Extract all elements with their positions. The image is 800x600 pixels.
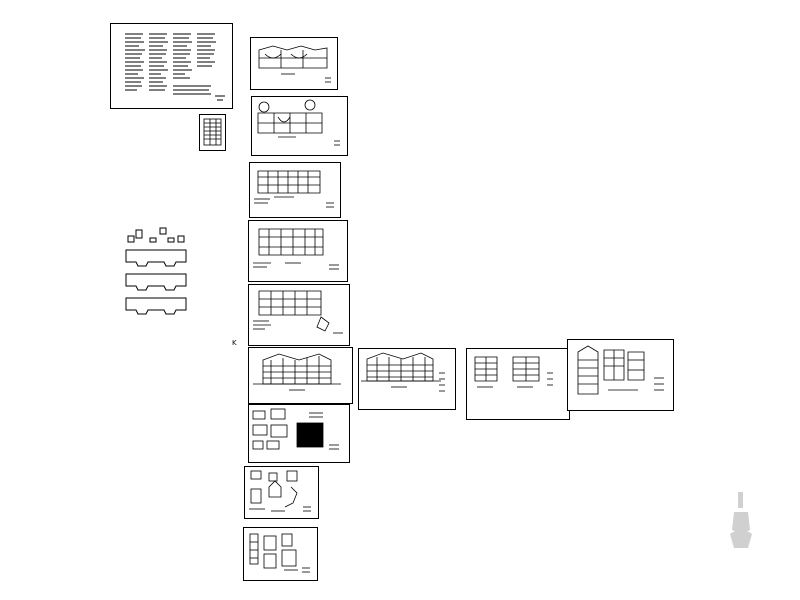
schedule-table-lines	[203, 118, 222, 146]
floor-plan-2-sheet[interactable]	[251, 96, 348, 156]
design-notes-sheet[interactable]	[110, 23, 233, 109]
leaf-logo-icon	[730, 492, 752, 548]
floor-plan-3-drawing	[254, 170, 334, 208]
elevation-2-sheet[interactable]	[358, 348, 456, 410]
floor-plan-4-sheet[interactable]	[248, 220, 348, 282]
details-1-drawing	[252, 408, 339, 450]
details-3-sheet[interactable]	[243, 527, 318, 581]
sections-sheet[interactable]	[567, 339, 674, 411]
details-2-sheet[interactable]	[244, 466, 319, 519]
details-2-drawing	[249, 470, 311, 512]
sections-drawing	[577, 345, 664, 395]
details-1-sheet[interactable]	[248, 404, 350, 463]
design-notes-text-lines	[125, 33, 225, 101]
floor-plan-5-drawing	[253, 290, 343, 334]
details-3-drawing	[249, 533, 310, 573]
elevation-2-drawing	[361, 352, 445, 392]
elevation-1-sheet[interactable]	[248, 347, 353, 404]
floor-plan-1-drawing	[258, 45, 331, 83]
stray-label: K	[232, 339, 237, 347]
building-footprint-outlines	[125, 227, 187, 315]
elevation-3-sheet[interactable]	[466, 348, 570, 420]
door-window-schedule-sheet[interactable]	[199, 114, 226, 151]
floor-plan-3-sheet[interactable]	[249, 162, 341, 218]
floor-plan-1-sheet[interactable]	[250, 37, 338, 90]
floor-plan-2-drawing	[257, 99, 340, 146]
elevation-3-drawing	[474, 356, 553, 388]
elevation-1-drawing	[253, 353, 341, 391]
floor-plan-5-sheet[interactable]	[248, 284, 350, 346]
floor-plan-4-drawing	[253, 228, 339, 270]
